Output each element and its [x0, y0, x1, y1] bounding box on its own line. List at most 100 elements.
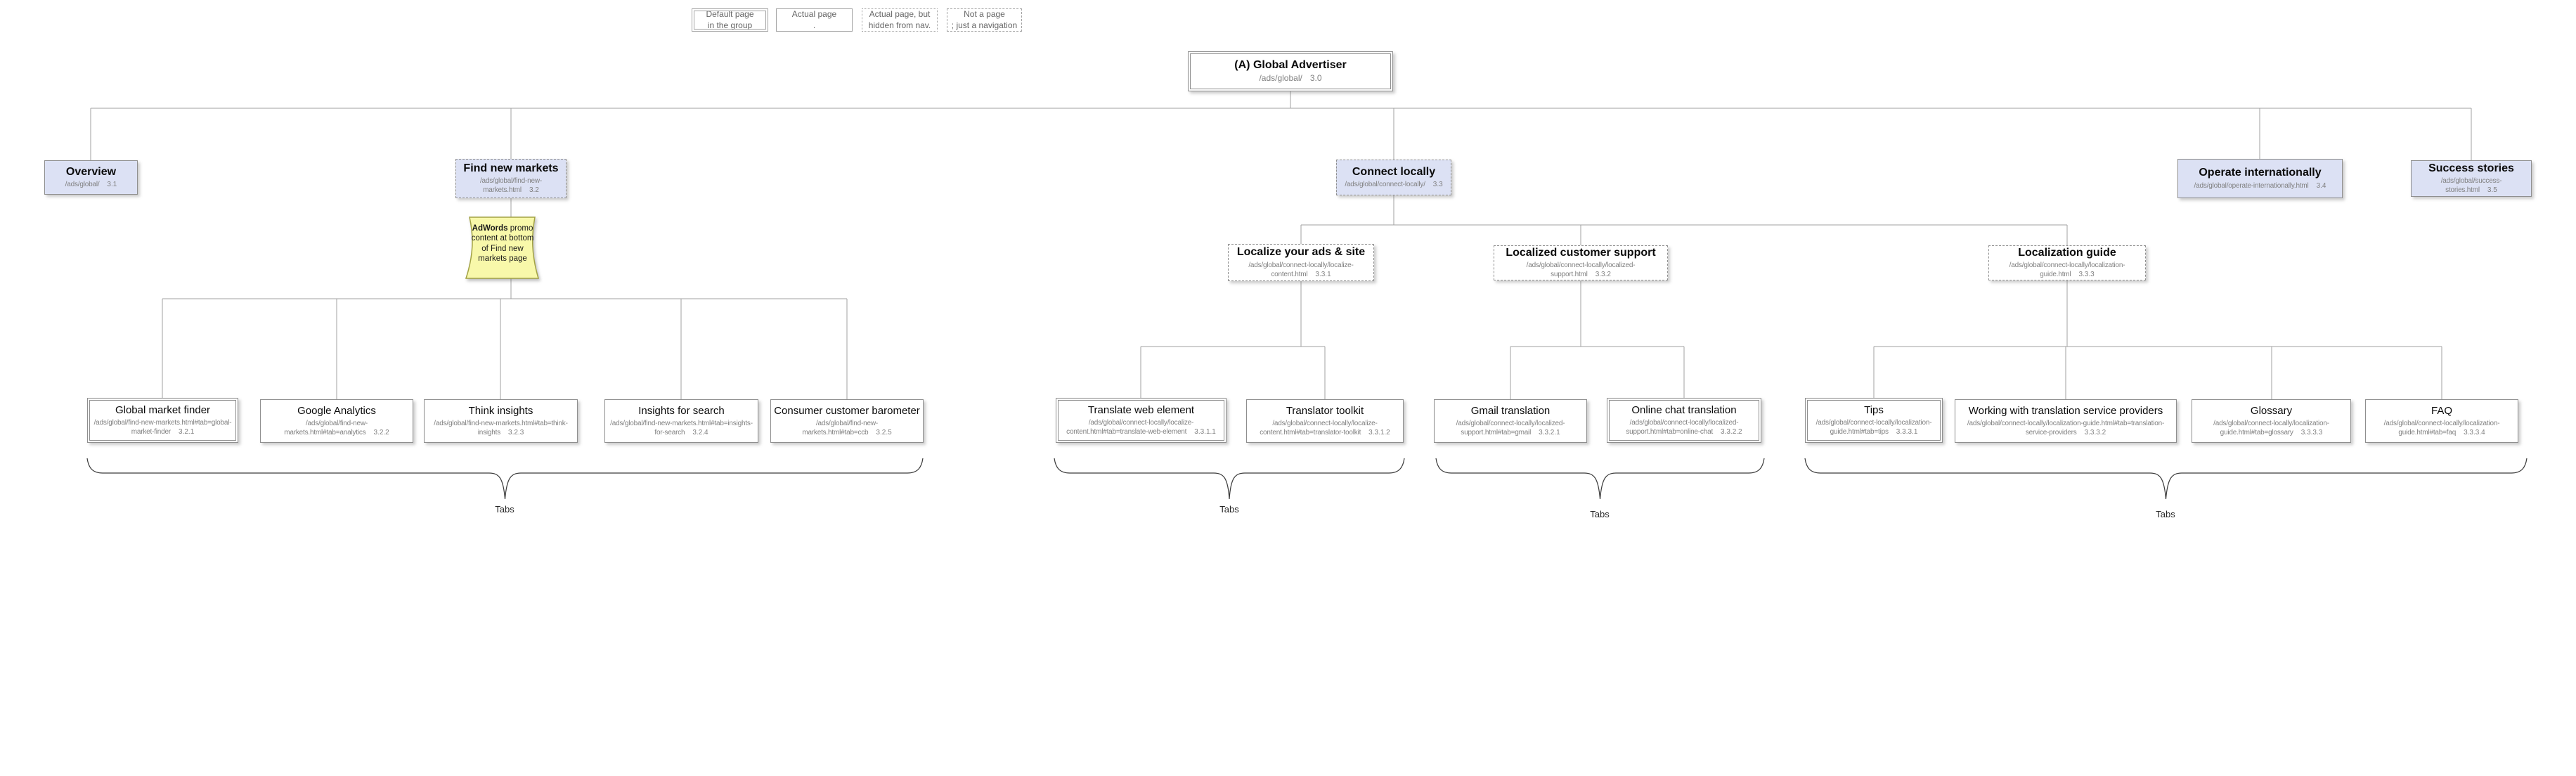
node-number: 3.3.2 [1595, 271, 1611, 279]
node-url: /ads/global/connect-locally/localization… [1967, 419, 2165, 436]
node-number: 3.3.3 [2078, 271, 2095, 279]
legend-label: hidden from nav. [868, 20, 931, 30]
node-success-stories[interactable]: Success stories /ads/global/success-stor… [2411, 160, 2532, 197]
legend-label: ; just a navigation [951, 20, 1018, 30]
node-title: Localized customer support [1506, 246, 1656, 259]
node-insights-for-search[interactable]: Insights for search /ads/global/find-new… [604, 399, 758, 443]
node-online-chat-translation[interactable]: Online chat translation /ads/global/conn… [1607, 398, 1761, 443]
legend-label: Actual page [791, 8, 837, 19]
node-title: (A) Global Advertiser [1234, 58, 1347, 71]
node-title: FAQ [2431, 405, 2452, 418]
tabs-label-support: Tabs [1590, 509, 1610, 519]
node-title: Localization guide [2018, 246, 2116, 259]
node-url: /ads/global/connect-locally/localize-con… [1248, 261, 1354, 278]
node-url: /ads/global/3.0 [1259, 72, 1322, 83]
sticky-note-shape [465, 216, 540, 279]
node-url: /ads/global/connect-locally/localization… [2383, 419, 2500, 436]
node-title: Overview [65, 165, 117, 178]
node-localize-ads-site[interactable]: Localize your ads & site /ads/global/con… [1228, 244, 1374, 281]
node-tips[interactable]: Tips /ads/global/connect-locally/localiz… [1805, 398, 1943, 443]
node-number: 3.3.3.4 [2464, 428, 2485, 436]
node-translator-toolkit[interactable]: Translator toolkit /ads/global/connect-l… [1246, 399, 1404, 443]
node-title: Translate web element [1087, 404, 1195, 417]
node-google-analytics[interactable]: Google Analytics /ads/global/find-new-ma… [260, 399, 413, 443]
node-url: /ads/global/connect-locally/localize-con… [1066, 418, 1216, 436]
node-localization-guide[interactable]: Localization guide /ads/global/connect-l… [1988, 245, 2146, 280]
node-number: 3.3.2.1 [1539, 428, 1560, 436]
node-url: /ads/global/connect-locally/localized-su… [1456, 419, 1565, 436]
legend-hidden-page: Actual page, but hidden from nav. [862, 8, 938, 32]
node-faq[interactable]: FAQ /ads/global/connect-locally/localiza… [2365, 399, 2518, 443]
node-url: /ads/global/connect-locally/localization… [2009, 261, 2125, 279]
node-url: /ads/global/connect-locally/localization… [2213, 419, 2329, 436]
legend-label: . [813, 20, 816, 30]
node-number: 3.3.3.2 [2084, 428, 2106, 436]
node-title: Consumer customer barometer [774, 405, 920, 418]
node-title: Online chat translation [1631, 404, 1737, 417]
node-url: /ads/global/operate-internationally.html… [2194, 181, 2326, 190]
node-number: 3.3.3.3 [2300, 428, 2323, 436]
node-url: /ads/global/find-new-markets.html#tab=gl… [93, 418, 232, 436]
node-url: /ads/global/connect-locally/3.3 [1345, 181, 1443, 189]
node-overview[interactable]: Overview /ads/global/3.1 [44, 160, 138, 195]
node-url: /ads/global/find-new-markets.html#tab=cc… [802, 419, 892, 436]
node-working-with-translation-service-providers[interactable]: Working with translation service provide… [1955, 399, 2177, 443]
legend-label: Actual page, but [869, 8, 931, 19]
node-url: /ads/global/connect-locally/localization… [1816, 418, 1932, 436]
node-title: Working with translation service provide… [1968, 405, 2163, 418]
legend-label: Default page [706, 8, 754, 19]
node-think-insights[interactable]: Think insights /ads/global/find-new-mark… [424, 399, 578, 443]
node-number: 3.3.3.1 [1896, 427, 1918, 436]
node-number: 3.3.1 [1315, 270, 1331, 278]
node-url: /ads/global/connect-locally/localized-su… [1626, 418, 1742, 436]
node-number: 3.2 [529, 186, 539, 195]
node-title: Global market finder [115, 404, 211, 417]
node-title: Think insights [468, 405, 533, 418]
node-global-advertiser[interactable]: (A) Global Advertiser /ads/global/3.0 [1188, 51, 1393, 91]
node-title: Success stories [2428, 162, 2514, 174]
node-title: Localize your ads & site [1236, 246, 1366, 259]
brace-localize-tabs [1054, 458, 1405, 500]
node-number: 3.0 [1309, 72, 1322, 83]
node-number: 3.2.4 [692, 428, 708, 436]
node-glossary[interactable]: Glossary /ads/global/connect-locally/loc… [2192, 399, 2351, 443]
node-url: /ads/global/3.1 [65, 181, 117, 189]
node-find-new-markets[interactable]: Find new markets /ads/global/find-new-ma… [455, 159, 567, 198]
node-translate-web-element[interactable]: Translate web element /ads/global/connec… [1056, 398, 1226, 443]
node-number: 3.5 [2487, 186, 2497, 195]
sticky-note-text: AdWords promo content at bottom of Find … [471, 224, 534, 264]
node-consumer-customer-barometer[interactable]: Consumer customer barometer /ads/global/… [770, 399, 924, 443]
legend-actual-page: Actual page . [776, 8, 853, 32]
node-number: 3.2.1 [179, 427, 195, 436]
node-number: 3.3.2.2 [1721, 427, 1742, 436]
legend-nav-only: Not a page ; just a navigation [947, 8, 1022, 32]
node-url: /ads/global/connect-locally/localize-con… [1260, 419, 1390, 436]
node-number: 3.4 [2316, 181, 2326, 190]
node-connect-locally[interactable]: Connect locally /ads/global/connect-loca… [1336, 160, 1451, 195]
tab-group-braces [86, 458, 2528, 500]
adwords-sticky-note[interactable]: AdWords promo content at bottom of Find … [461, 214, 544, 283]
tabs-label-localize: Tabs [1219, 504, 1239, 515]
node-global-market-finder[interactable]: Global market finder /ads/global/find-ne… [87, 398, 238, 443]
node-number: 3.2.2 [373, 428, 389, 436]
node-title: Operate internationally [2199, 167, 2322, 179]
node-title: Insights for search [638, 405, 725, 418]
node-title: Gmail translation [1470, 405, 1551, 418]
node-title: Google Analytics [297, 405, 376, 418]
node-operate-internationally[interactable]: Operate internationally /ads/global/oper… [2177, 159, 2343, 198]
node-gmail-translation[interactable]: Gmail translation /ads/global/connect-lo… [1434, 399, 1587, 443]
node-number: 3.1 [107, 181, 117, 189]
tabs-label-find-new-markets: Tabs [495, 504, 514, 515]
brace-find-new-markets-tabs [86, 458, 924, 500]
node-url: /ads/global/connect-locally/localized-su… [1526, 261, 1636, 279]
node-localized-customer-support[interactable]: Localized customer support /ads/global/c… [1494, 245, 1668, 280]
legend-label: Not a page [964, 8, 1005, 19]
node-number: 3.2.5 [876, 428, 892, 436]
node-number: 3.3.1.2 [1368, 428, 1390, 436]
tabs-label-guide: Tabs [2156, 509, 2175, 519]
legend-default-page: Default page in the group [692, 8, 768, 32]
